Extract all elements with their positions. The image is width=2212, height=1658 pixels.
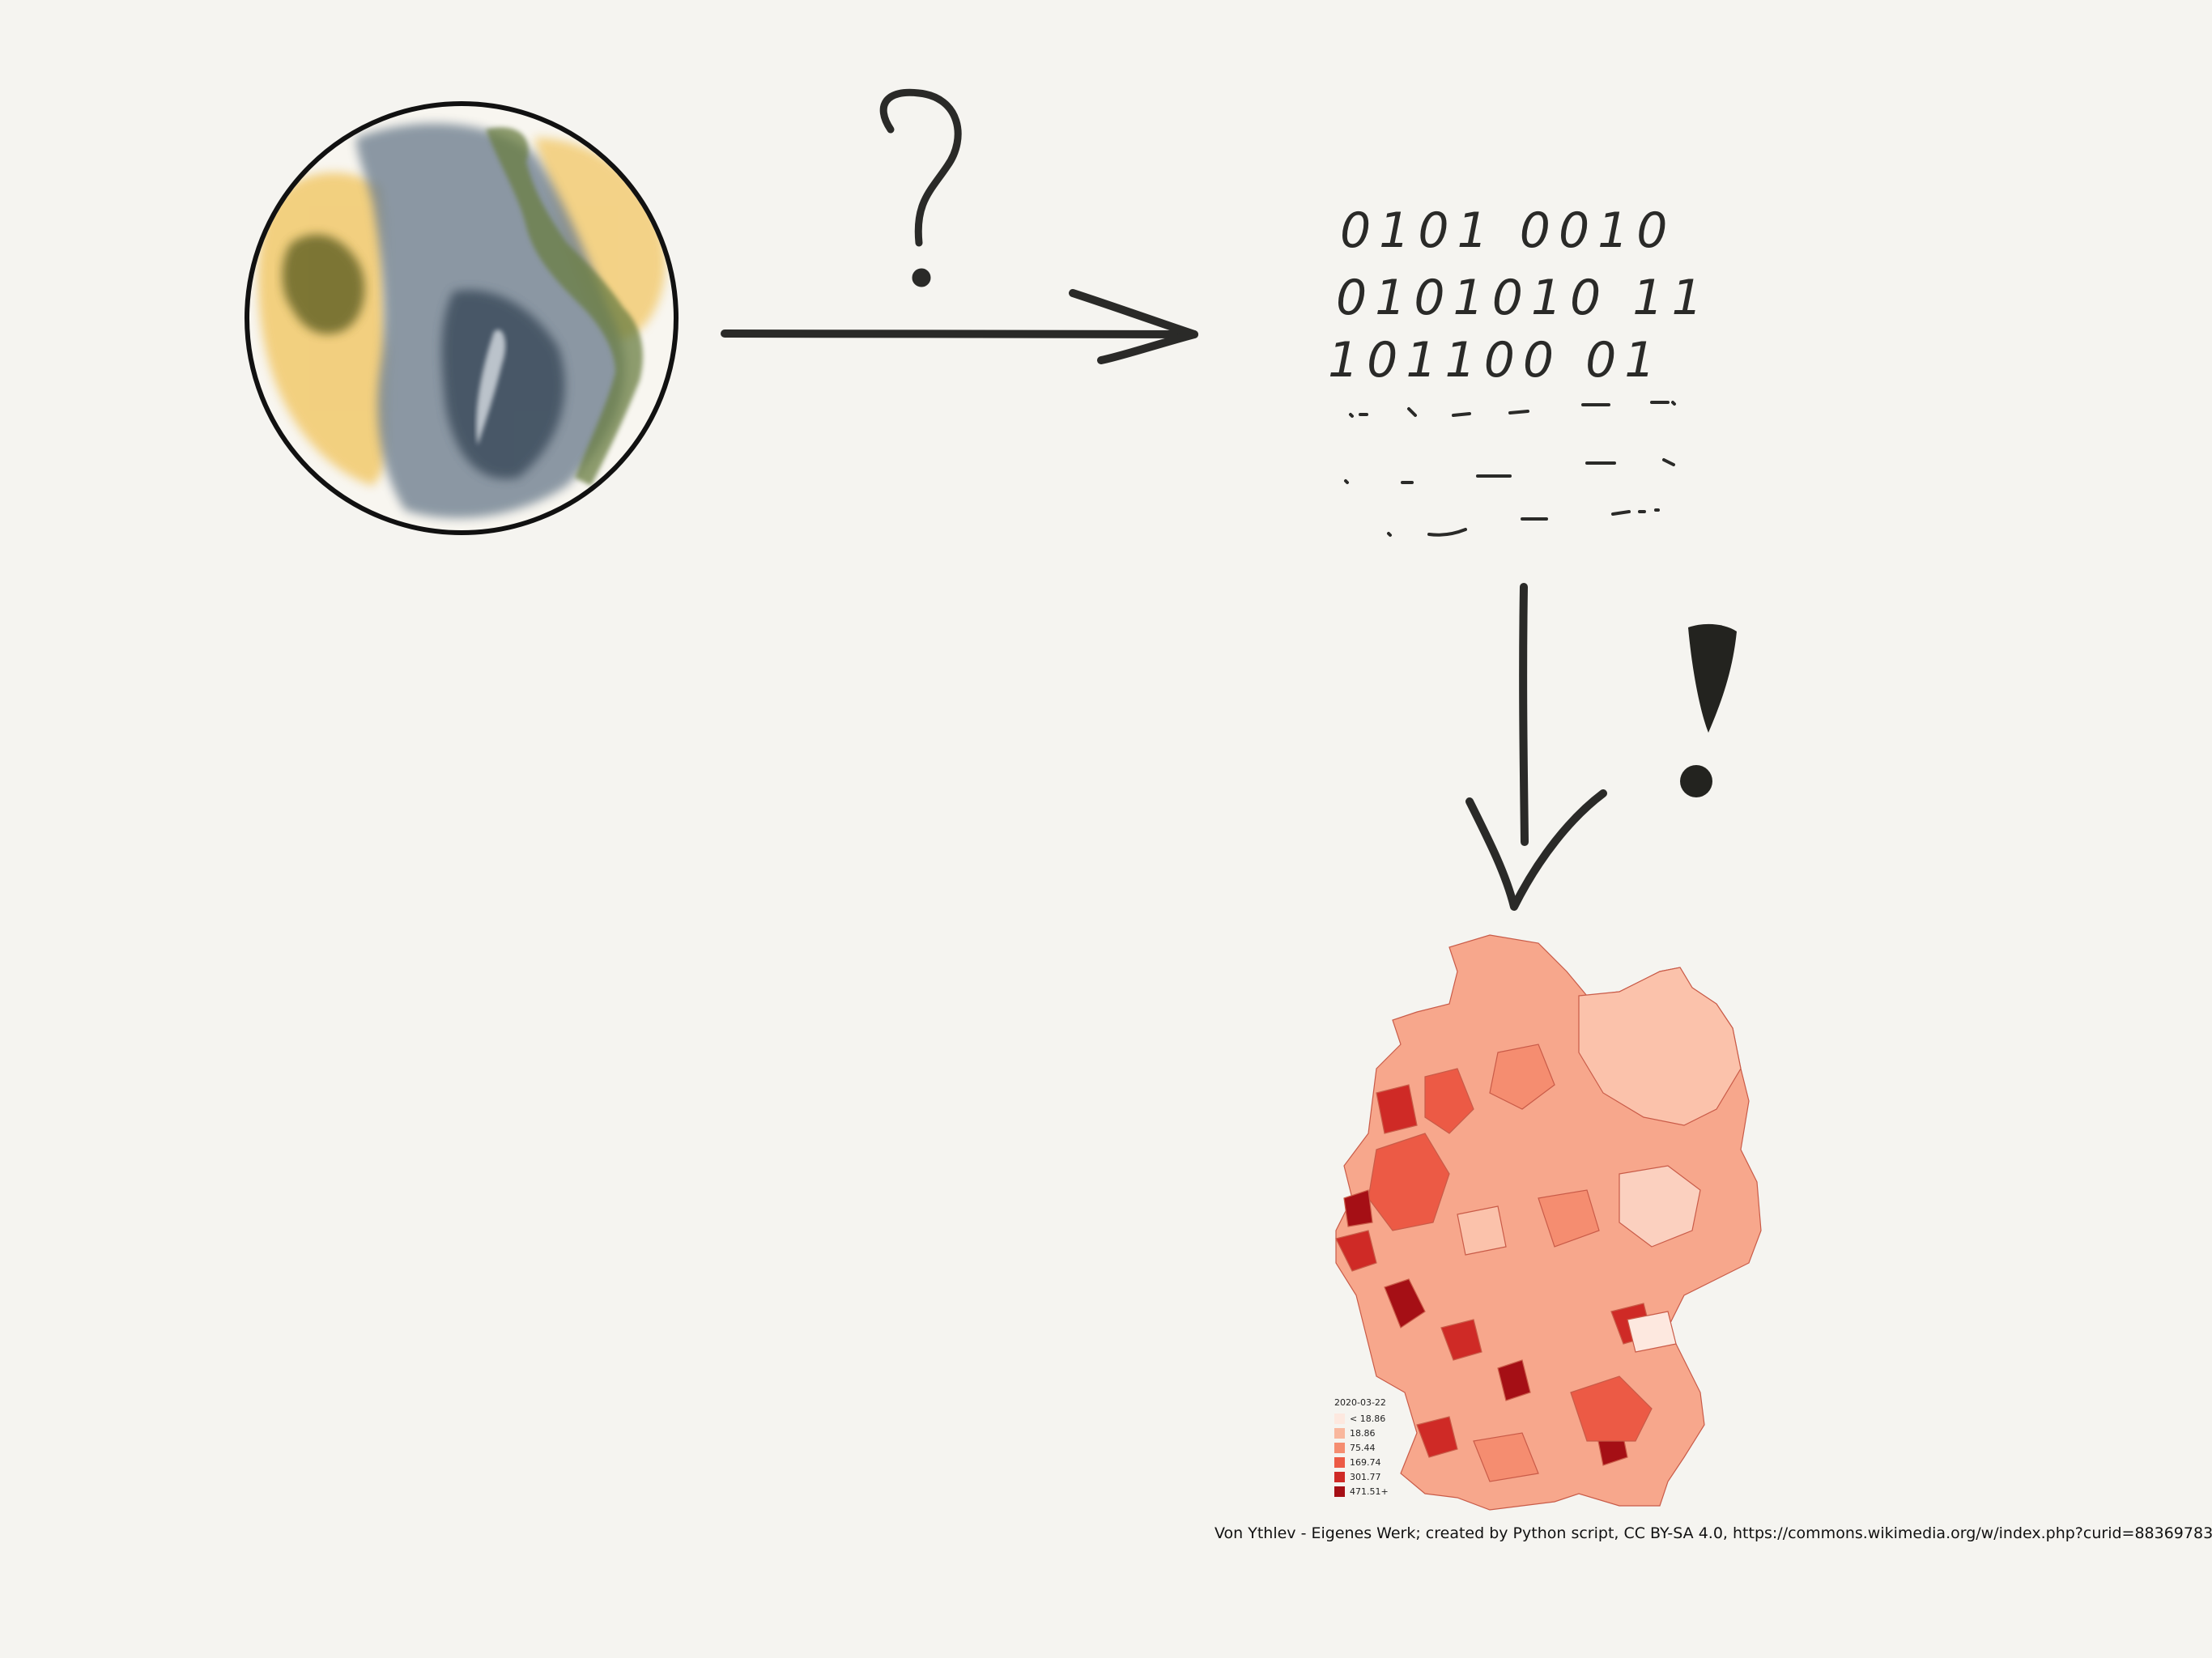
legend-items: < 18.86 18.86 75.44 169.74 301.77 471.51+ bbox=[1334, 1411, 1389, 1499]
question-mark-icon bbox=[879, 88, 962, 287]
legend-item: 471.51+ bbox=[1334, 1484, 1389, 1499]
legend-label: 75.44 bbox=[1350, 1442, 1376, 1453]
legend-item: < 18.86 bbox=[1334, 1411, 1389, 1426]
legend-swatch bbox=[1334, 1486, 1345, 1497]
legend-label: 169.74 bbox=[1350, 1456, 1381, 1468]
legend-swatch bbox=[1334, 1456, 1345, 1468]
legend-swatch bbox=[1334, 1427, 1345, 1439]
arrow-right-icon bbox=[721, 289, 1198, 364]
binary-row-1: 0101 0010 bbox=[1340, 202, 1676, 259]
legend-item: 18.86 bbox=[1334, 1426, 1389, 1440]
legend-label: 471.51+ bbox=[1350, 1486, 1389, 1497]
binary-row-3: 101100 01 bbox=[1328, 332, 1664, 389]
globe-illustration bbox=[245, 101, 678, 535]
legend-label: < 18.86 bbox=[1350, 1413, 1386, 1424]
image-attribution-caption: Von Ythlev - Eigenes Werk; created by Py… bbox=[1214, 1524, 2212, 1542]
legend-title: 2020-03-22 bbox=[1334, 1397, 1386, 1408]
legend-label: 18.86 bbox=[1350, 1427, 1376, 1439]
germany-choropleth-map bbox=[1335, 934, 1762, 1511]
legend-swatch bbox=[1334, 1471, 1345, 1482]
map-legend: 2020-03-22 < 18.86 18.86 75.44 169.74 301.77… bbox=[1334, 1397, 1389, 1499]
legend-swatch bbox=[1334, 1442, 1345, 1453]
legend-item: 75.44 bbox=[1334, 1440, 1389, 1455]
noise-marks bbox=[1344, 401, 1676, 537]
legend-item: 301.77 bbox=[1334, 1469, 1389, 1484]
binary-row-2: 0101010 11 bbox=[1336, 270, 1711, 326]
arrow-down-icon bbox=[1465, 583, 1607, 911]
legend-item: 169.74 bbox=[1334, 1455, 1389, 1469]
legend-label: 301.77 bbox=[1350, 1471, 1381, 1482]
legend-swatch bbox=[1334, 1413, 1345, 1424]
exclamation-mark-icon bbox=[1680, 623, 1737, 797]
